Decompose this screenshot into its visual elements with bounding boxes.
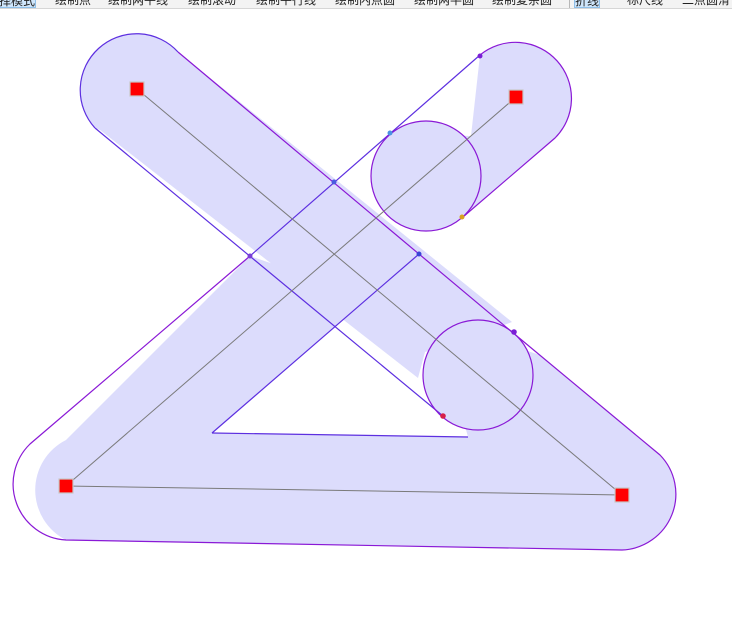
centerline-diagonal-2	[65, 96, 517, 487]
tool-select-mode[interactable]: 择模式	[0, 0, 37, 8]
handle-top-left[interactable]	[129, 81, 145, 97]
control-handles[interactable]	[58, 81, 630, 503]
tool-polyline[interactable]: 折线	[574, 0, 601, 8]
handle-bottom-right[interactable]	[614, 487, 630, 503]
tool-draw-complex-circle[interactable]: 绘制复杂圆	[492, 0, 553, 7]
toolbar: 择模式 绘制点 绘制两平线 绘制滚动 绘制平行线 绘制内点圆 绘制两半圆 绘制复…	[0, 0, 732, 9]
centerline-bottom	[65, 485, 623, 496]
tool-draw-half-circle[interactable]: 绘制两半圆	[414, 0, 475, 7]
toolbar-separator	[569, 0, 570, 8]
shape-outlines	[12, 33, 677, 551]
centerline-diagonal	[136, 88, 623, 496]
centerlines	[65, 88, 623, 496]
handle-bottom-left[interactable]	[58, 478, 74, 494]
handle-top-right[interactable]	[508, 89, 524, 105]
tool-draw-inner-circle[interactable]: 绘制内点圆	[335, 0, 396, 7]
tool-draw-parallel[interactable]: 绘制平行线	[256, 0, 317, 7]
diagonal-capsule-left[interactable]	[80, 33, 512, 378]
tool-draw-point[interactable]: 绘制点	[55, 0, 92, 7]
intersection-points	[247, 53, 517, 419]
drawing-canvas[interactable]	[0, 8, 732, 626]
tool-smooth[interactable]: 二点圆滑	[682, 0, 731, 7]
triangle-buffer-shape[interactable]	[35, 254, 676, 550]
tool-ruler[interactable]: 标尺线	[627, 0, 664, 7]
circle-top-fill	[371, 121, 481, 231]
tool-draw-scroll[interactable]: 绘制滚动	[188, 0, 237, 7]
tool-draw-two-lines[interactable]: 绘制两平线	[108, 0, 169, 7]
